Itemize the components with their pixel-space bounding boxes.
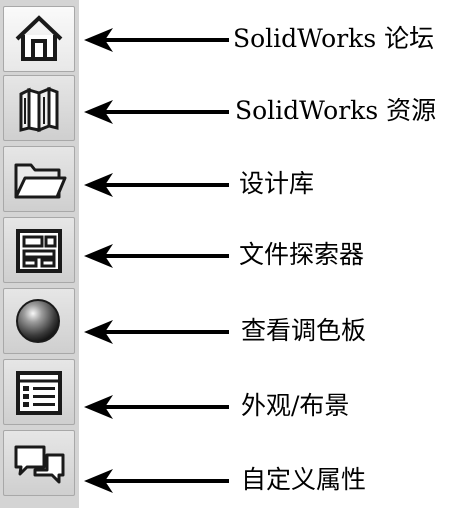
tab-solidworks-forum[interactable] (3, 6, 75, 72)
callout-solidworks-forum: SolidWorks 论坛 (79, 10, 453, 70)
callout-label: 文件探索器 (239, 240, 365, 269)
callout-view-palette: 查看调色板 (79, 302, 453, 362)
file-explorer-icon (16, 229, 62, 273)
callout-label: 外观/布景 (241, 391, 350, 420)
callout-design-library: 设计库 (79, 155, 453, 215)
callout-file-explorer: 文件探索器 (79, 226, 453, 286)
task-pane-tab-strip (0, 0, 79, 508)
callout-appearances-scenes: 外观/布景 (79, 377, 453, 437)
tab-design-library[interactable] (3, 146, 75, 212)
arrow-left-icon (84, 395, 229, 419)
callout-custom-properties: 自定义属性 (79, 451, 453, 511)
appearance-list-icon (16, 371, 62, 415)
arrow-left-icon (84, 100, 229, 124)
tab-solidworks-resources[interactable] (3, 75, 75, 141)
sphere-icon (16, 299, 60, 343)
arrow-left-icon (84, 173, 229, 197)
speech-bubbles-icon (14, 445, 65, 484)
tab-custom-properties[interactable] (3, 430, 75, 496)
callout-solidworks-resources: SolidWorks 资源 (79, 82, 453, 142)
arrow-left-icon (84, 244, 229, 268)
tab-appearances-scenes[interactable] (3, 359, 75, 425)
callout-label: SolidWorks 资源 (235, 96, 437, 125)
callout-label: 设计库 (239, 169, 315, 198)
arrow-left-icon (84, 28, 229, 52)
tab-file-explorer[interactable] (3, 217, 75, 283)
arrow-left-icon (84, 320, 229, 344)
callout-label: SolidWorks 论坛 (233, 24, 435, 53)
callout-label: 自定义属性 (241, 465, 367, 494)
tab-view-palette[interactable] (3, 288, 75, 354)
callout-label: 查看调色板 (241, 316, 367, 345)
arrow-left-icon (84, 469, 229, 493)
folder-icon (14, 163, 67, 199)
home-icon (15, 15, 63, 61)
books-icon (19, 86, 59, 133)
